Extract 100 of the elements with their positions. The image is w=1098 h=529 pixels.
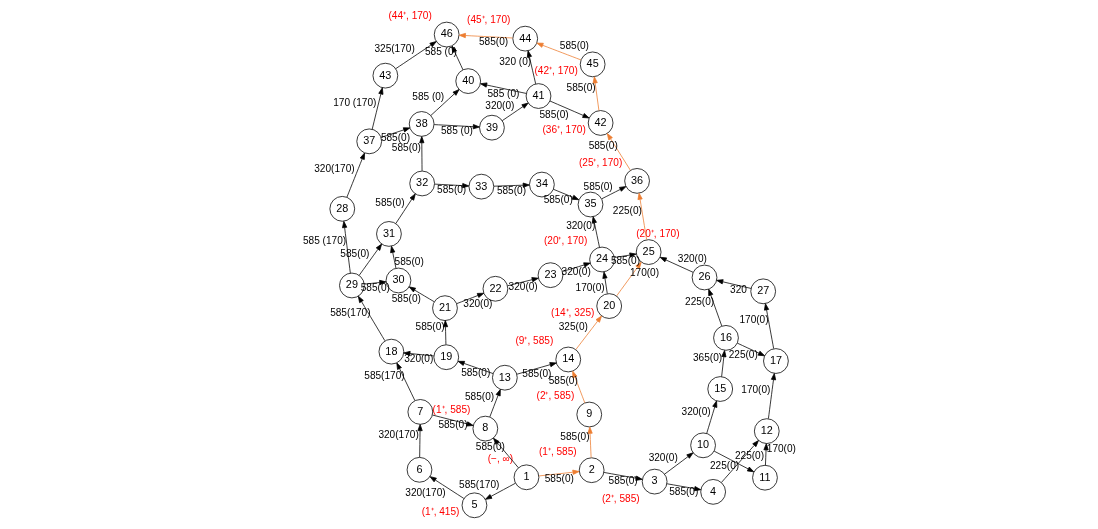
arrow bbox=[603, 472, 643, 481]
arrow bbox=[506, 277, 539, 287]
node-circle: 35 bbox=[577, 191, 603, 218]
edge-label: 225(0) bbox=[728, 348, 758, 360]
arrow bbox=[394, 193, 416, 224]
arrow bbox=[433, 124, 480, 130]
edge-label: 585(0) bbox=[437, 419, 468, 431]
edge-label: 585(170) bbox=[363, 369, 405, 381]
arrow bbox=[442, 320, 448, 345]
edge-label: 585(0) bbox=[559, 39, 589, 51]
node-circle: 6 bbox=[406, 457, 432, 483]
arrow bbox=[707, 288, 722, 327]
edge-label: 320(0) bbox=[681, 405, 711, 417]
arrow bbox=[600, 186, 626, 200]
edge-label: 170(0) bbox=[740, 384, 770, 396]
edge-label: 170 (170) bbox=[332, 96, 376, 108]
edge-label: 585(0) bbox=[544, 472, 574, 484]
node-circle: 9 bbox=[575, 401, 602, 428]
node-circle: 20 bbox=[595, 293, 622, 319]
arrow bbox=[458, 32, 513, 39]
node-circle: 43 bbox=[372, 62, 398, 89]
node-circle: 28 bbox=[328, 196, 355, 222]
edge-label: 325(0) bbox=[558, 320, 588, 332]
arrow bbox=[606, 133, 631, 171]
edge-label: 585(0) bbox=[374, 197, 405, 209]
arrow bbox=[763, 443, 769, 466]
edge-label: 585(0) bbox=[464, 391, 494, 403]
arrow bbox=[357, 295, 385, 342]
edge-label: 225(0) bbox=[684, 295, 714, 307]
node-circle: 3 bbox=[641, 468, 667, 495]
node-label: (20⁺, 170) bbox=[543, 235, 587, 247]
node-circle: 19 bbox=[432, 344, 459, 370]
arrow bbox=[493, 182, 530, 188]
arrow bbox=[538, 469, 579, 477]
node-label: (9⁺, 585) bbox=[515, 335, 553, 347]
arrow bbox=[358, 243, 382, 276]
edge-label: 585(0) bbox=[415, 320, 445, 332]
arrow bbox=[715, 279, 751, 289]
arrow bbox=[575, 315, 602, 350]
edge-label: 225(0) bbox=[734, 449, 764, 461]
arrow bbox=[592, 76, 599, 111]
edge-label: 585(0) bbox=[559, 430, 590, 442]
arrow bbox=[341, 221, 351, 274]
edge-label: 585(0) bbox=[566, 81, 596, 93]
edge-label: 320(0) bbox=[403, 353, 433, 365]
arrow bbox=[591, 216, 600, 248]
edge-label: 585(0) bbox=[610, 254, 640, 266]
node-label: (36⁺, 170) bbox=[541, 123, 586, 135]
edge-label: 170(0) bbox=[629, 267, 659, 279]
node-circle: 36 bbox=[623, 168, 650, 194]
node-circle: 44 bbox=[511, 25, 538, 52]
node-circle: 39 bbox=[478, 114, 505, 141]
node-circle: 18 bbox=[378, 338, 404, 365]
edge-label: 585 (0) bbox=[424, 46, 457, 58]
edge-label: 170(0) bbox=[766, 442, 796, 454]
arrow bbox=[705, 400, 717, 434]
node-label: (25⁺, 170) bbox=[578, 156, 622, 168]
edge-label: 320(0) bbox=[484, 99, 514, 111]
node-circle: 37 bbox=[355, 128, 382, 155]
node-label: (−, ∞) bbox=[487, 453, 513, 465]
node-circle: 27 bbox=[749, 278, 776, 305]
node-label: (44⁺, 170) bbox=[388, 10, 432, 22]
arrow bbox=[418, 136, 424, 172]
arrow bbox=[552, 188, 579, 201]
arrow bbox=[763, 303, 774, 349]
arrow bbox=[417, 424, 423, 458]
arrow bbox=[720, 350, 726, 378]
edge-label: 585(170) bbox=[329, 306, 370, 318]
arrow bbox=[659, 256, 694, 273]
arrow bbox=[767, 373, 776, 419]
edge-label: 320(0) bbox=[648, 451, 678, 463]
node-circle: 8 bbox=[472, 415, 498, 442]
node-circle: 41 bbox=[525, 83, 551, 109]
arrow bbox=[371, 87, 383, 130]
node-circle: 7 bbox=[407, 399, 433, 425]
node-circle: 46 bbox=[433, 21, 459, 48]
edge-label: 225(0) bbox=[709, 460, 739, 472]
arrow bbox=[535, 42, 581, 61]
arrow bbox=[429, 89, 459, 116]
arrow bbox=[431, 414, 474, 427]
node-circle: 42 bbox=[587, 110, 613, 136]
node-circle: 5 bbox=[461, 492, 487, 519]
edge-label: 585(0) bbox=[391, 293, 421, 305]
edge-label: 585(0) bbox=[588, 139, 618, 151]
arrow bbox=[457, 360, 493, 374]
arrow bbox=[736, 342, 765, 357]
node-label: (2⁺, 585) bbox=[601, 493, 640, 505]
arrow bbox=[489, 389, 501, 418]
node-circle: 17 bbox=[762, 348, 789, 374]
edge-label: 585(0) bbox=[360, 282, 390, 294]
node-circle: 10 bbox=[689, 432, 716, 459]
edge-label: 320(170) bbox=[404, 486, 446, 498]
arrow bbox=[389, 245, 396, 269]
node-circle: 33 bbox=[468, 173, 494, 200]
arrow bbox=[455, 292, 484, 305]
node-circle: 14 bbox=[554, 346, 581, 373]
node-circle: 11 bbox=[751, 464, 778, 491]
edge-label: 585(0) bbox=[460, 366, 490, 378]
arrow bbox=[637, 192, 647, 241]
node-label: (2⁺, 585) bbox=[536, 390, 574, 402]
